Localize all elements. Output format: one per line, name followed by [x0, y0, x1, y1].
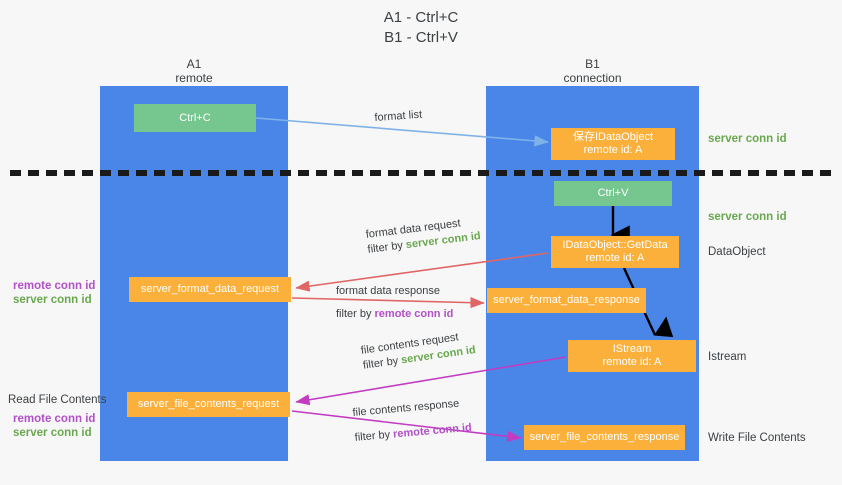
dashed-separator — [10, 170, 832, 176]
filter-prefix: filter by — [354, 428, 394, 444]
annotation-server-conn-id-upper: server conn id — [13, 294, 92, 306]
box-ctrl-c-label: Ctrl+C — [179, 111, 211, 124]
annotation-istream: Istream — [708, 351, 747, 363]
box-save-idataobject[interactable]: 保存IDataObject remote id: A — [551, 128, 675, 160]
arrow-format-list — [255, 117, 549, 147]
box-server-file-contents-request-label: server_file_contents_request — [137, 398, 280, 410]
edge-label-format-list-text: format list — [374, 108, 423, 124]
filter-prefix: filter by — [362, 354, 403, 372]
annotation-read-file-contents: Read File Contents — [8, 394, 107, 406]
box-save-idataobject-label: 保存IDataObject — [572, 131, 654, 143]
box-getdata-sublabel: remote id: A — [585, 252, 645, 264]
lane-header-b1-name: B1 — [585, 57, 600, 71]
annotation-remote-conn-id-lower: remote conn id — [13, 413, 96, 425]
box-server-format-data-response[interactable]: server_format_data_response — [487, 288, 646, 313]
box-ctrl-c[interactable]: Ctrl+C — [134, 104, 256, 132]
annotation-dataobject: DataObject — [708, 246, 766, 258]
box-ctrl-v-label: Ctrl+V — [597, 187, 629, 199]
box-getdata-label: IDataObject::GetData — [562, 239, 668, 251]
box-istream[interactable]: IStream remote id: A — [568, 340, 696, 372]
lane-header-a1-name: A1 — [186, 57, 202, 71]
annotation-server-conn-id-top: server conn id — [708, 133, 787, 145]
annotation-server-conn-id-lower: server conn id — [13, 427, 92, 439]
box-istream-label: IStream — [612, 343, 652, 355]
page-title: A1 - Ctrl+C B1 - Ctrl+V — [0, 8, 842, 48]
lane-header-b1-sub: connection — [563, 71, 622, 85]
box-getdata[interactable]: IDataObject::GetData remote id: A — [551, 236, 679, 268]
arrow-file-contents-request — [295, 356, 567, 406]
title-line-2: B1 - Ctrl+V — [384, 29, 458, 46]
annotation-write-file-contents: Write File Contents — [708, 432, 806, 444]
edge-label-format-data-response: format data response filter by remote co… — [336, 284, 453, 322]
lane-header-a1: A1 remote — [100, 57, 288, 85]
box-server-file-contents-response[interactable]: server_file_contents_response — [524, 425, 685, 450]
arrow-format-data-request — [295, 252, 549, 292]
filter-prefix: filter by — [366, 239, 407, 256]
filter-prefix: filter by — [336, 308, 375, 320]
edge-label-format-data-response-main: format data response — [336, 285, 440, 297]
lane-header-b1: B1 connection — [486, 57, 699, 85]
arrow-file-contents-response — [291, 410, 522, 442]
filter-key: remote conn id — [374, 308, 454, 320]
box-server-format-data-request[interactable]: server_format_data_request — [129, 277, 291, 302]
arrow-format-data-response — [291, 297, 485, 309]
box-server-file-contents-response-label: server_file_contents_response — [529, 431, 680, 443]
box-istream-sublabel: remote id: A — [602, 356, 662, 368]
box-server-format-data-response-label: server_format_data_response — [493, 294, 640, 306]
box-server-file-contents-request[interactable]: server_file_contents_request — [127, 392, 290, 417]
box-save-idataobject-sublabel: remote id: A — [583, 144, 643, 156]
box-ctrl-v[interactable]: Ctrl+V — [554, 181, 672, 206]
annotation-server-conn-id-second: server conn id — [708, 211, 787, 223]
annotation-remote-conn-id-upper: remote conn id — [13, 280, 96, 292]
edge-label-format-data-response-filter: filter by remote conn id — [336, 307, 453, 322]
title-line-1: A1 - Ctrl+C — [383, 9, 459, 26]
lane-header-a1-sub: remote — [175, 71, 213, 85]
box-server-format-data-request-label: server_format_data_request — [140, 283, 280, 295]
